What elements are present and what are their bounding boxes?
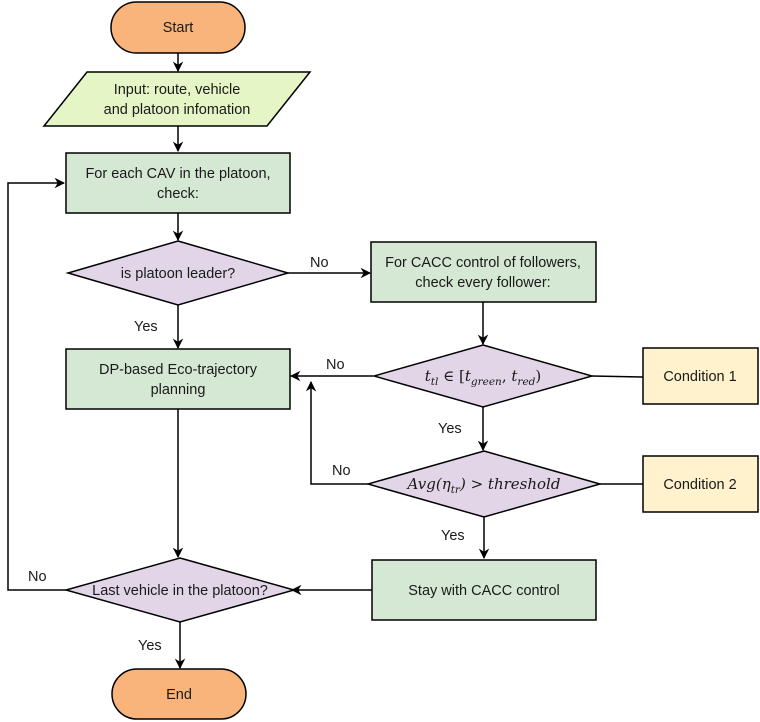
- edge-condition1-link: [591, 375, 644, 378]
- cacc-check-process: [370, 241, 597, 303]
- stay-cacc-process: [371, 559, 597, 621]
- cond2-yes-label: Yes: [441, 528, 465, 544]
- cond1-a: t: [465, 367, 472, 385]
- cond1-no-label: No: [326, 357, 345, 373]
- input-label-line1: Input: route, vehicle: [114, 82, 241, 98]
- stay-cacc-label: Stay with CACC control: [408, 583, 560, 599]
- cond1-close: ): [535, 367, 541, 385]
- cond1-formula: ttl ∈ [tgreen, tred): [425, 367, 542, 388]
- edge-labels: No Yes No Yes No Yes No Yes: [28, 255, 465, 654]
- cond2-func: Avg(: [406, 475, 443, 493]
- end-label: End: [166, 687, 192, 703]
- condition2-box: [642, 455, 759, 513]
- condition1-label: Condition 1: [663, 369, 736, 385]
- cond1-var: t: [425, 367, 432, 385]
- connectors: [7, 53, 644, 670]
- nodes: [42, 1, 759, 720]
- end-terminal: [111, 668, 247, 720]
- dp-planning-label-line1: DP-based Eco-trajectory: [99, 362, 258, 378]
- for-each-label-line1: For each CAV in the platoon,: [85, 166, 270, 182]
- cond2-no-label: No: [332, 463, 351, 479]
- cond1-relation-symbol: ∈ [: [443, 367, 465, 385]
- for-each-label-line2: check:: [157, 186, 199, 202]
- cond2-var-sub: tr: [451, 484, 461, 496]
- input-label-line2: and platoon infomation: [104, 102, 251, 118]
- cond1-yes-label: Yes: [438, 421, 462, 437]
- cacc-check-label-line2: check every follower:: [415, 275, 550, 291]
- edge-cond2-no-dp: [305, 380, 368, 485]
- cond1-a-sub: green: [471, 376, 502, 388]
- is-leader-label: is platoon leader?: [121, 266, 235, 282]
- edge-last-no-loop: [7, 177, 66, 591]
- condition1-box: [642, 347, 759, 405]
- dp-planning-process: [65, 348, 291, 410]
- input-parallelogram: [42, 71, 312, 127]
- node-labels: Start Input: route, vehicle and platoon …: [85, 20, 736, 703]
- start-label: Start: [163, 20, 194, 36]
- last-no-label: No: [28, 569, 47, 585]
- cond1-comma: ,: [502, 367, 507, 385]
- cond1-b: t: [511, 367, 518, 385]
- cond1-decision: [371, 344, 595, 408]
- condition2-label: Condition 2: [663, 477, 736, 493]
- cond2-decision: [365, 450, 603, 518]
- is-leader-decision: [65, 240, 291, 306]
- cond2-formula: Avg(ηtr) > threshold: [406, 475, 561, 496]
- last-vehicle-label: Last vehicle in the platoon?: [92, 583, 268, 599]
- cond2-var: η: [442, 475, 451, 493]
- start-terminal: [110, 1, 246, 54]
- dp-planning-label-line2: planning: [151, 382, 206, 398]
- leader-no-label: No: [310, 255, 329, 271]
- cond1-var-sub: tl: [431, 376, 439, 388]
- leader-yes-label: Yes: [134, 319, 158, 335]
- cacc-check-label-line1: For CACC control of followers,: [385, 255, 581, 271]
- last-vehicle-decision: [63, 557, 297, 623]
- cond2-rest: ) > threshold: [459, 475, 560, 493]
- cond1-b-sub: red: [517, 376, 535, 388]
- last-yes-label: Yes: [138, 638, 162, 654]
- for-each-process: [65, 152, 291, 214]
